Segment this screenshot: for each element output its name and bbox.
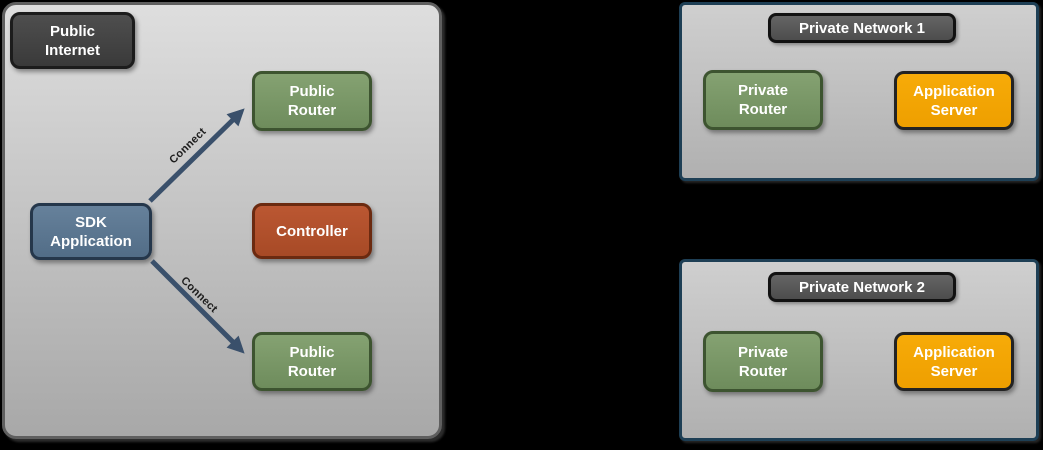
node-public-router-bottom: Public Router (252, 332, 372, 391)
private-network-1-title: Private Network 1 (768, 13, 956, 43)
private-network-2-panel: Private Network 2 Private Router Applica… (679, 259, 1039, 441)
node-private-router-1: Private Router (703, 70, 823, 130)
private-network-1-panel: Private Network 1 Private Router Applica… (679, 2, 1039, 181)
private-network-2-title-text: Private Network 2 (799, 278, 925, 296)
public-internet-label: Public Internet (10, 12, 135, 69)
node-private-router-2-text: Private Router (737, 343, 789, 380)
public-internet-zone: Public Internet Public Router SDK Applic… (2, 2, 442, 439)
node-controller-text: Controller (276, 222, 348, 240)
private-network-2-title: Private Network 2 (768, 272, 956, 302)
node-public-router-top-text: Public Router (287, 83, 337, 119)
node-application-server-2: Application Server (894, 332, 1014, 391)
node-sdk-application-text: SDK Application (50, 213, 132, 250)
node-private-router-2: Private Router (703, 331, 823, 392)
node-private-router-1-text: Private Router (737, 82, 789, 118)
node-controller: Controller (252, 203, 372, 259)
node-application-server-1-text: Application Server (913, 82, 995, 119)
node-sdk-application: SDK Application (30, 203, 152, 260)
node-public-router-top: Public Router (252, 71, 372, 131)
node-public-router-bottom-text: Public Router (287, 343, 337, 380)
private-network-1-title-text: Private Network 1 (799, 19, 925, 37)
node-application-server-1: Application Server (894, 71, 1014, 130)
node-application-server-2-text: Application Server (913, 343, 995, 380)
public-internet-label-text: Public Internet (44, 22, 100, 59)
